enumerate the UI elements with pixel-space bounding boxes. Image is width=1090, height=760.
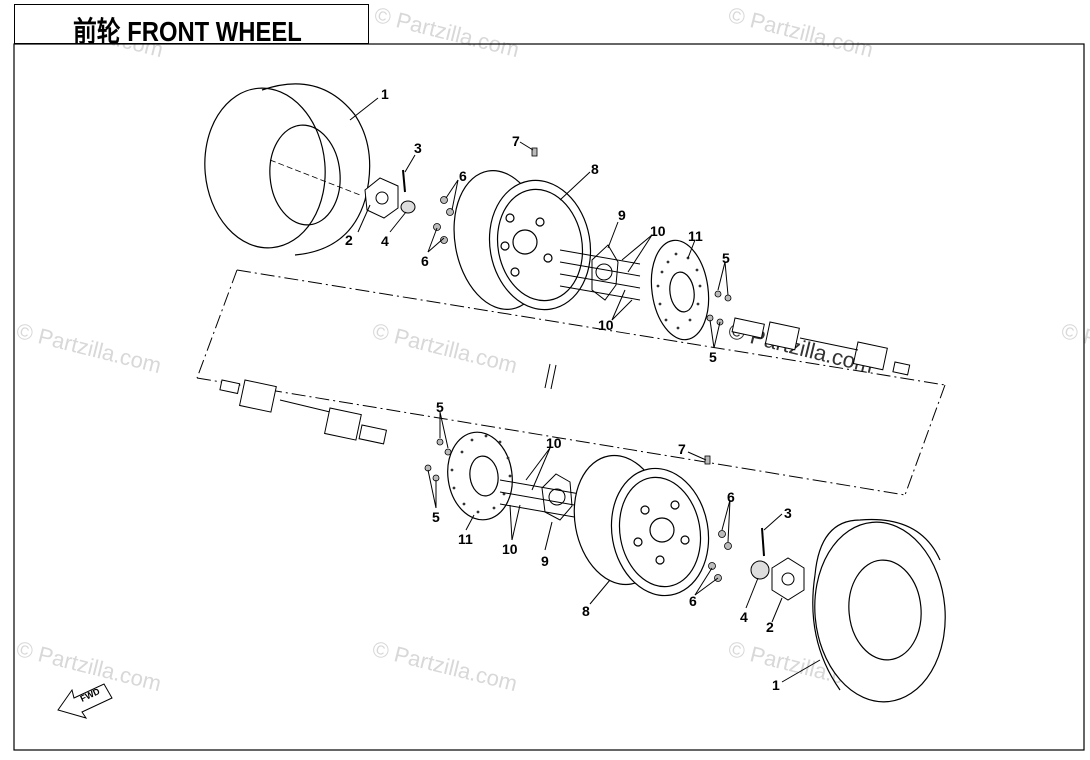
callout-7: 7 [512, 133, 520, 149]
callout-9: 9 [618, 207, 626, 223]
callout-6: 6 [727, 489, 735, 505]
callout-5: 5 [722, 250, 730, 266]
callout-10: 10 [598, 317, 614, 333]
callout-2: 2 [766, 619, 774, 635]
lower-hub-cap [771, 557, 805, 601]
callout-11: 11 [688, 228, 703, 244]
lower-castle-nut [750, 560, 770, 580]
lower-hub [541, 473, 573, 521]
drawing-frame [13, 43, 1085, 751]
lower-cv-axle [219, 379, 388, 445]
fwd-arrow-icon [57, 683, 113, 719]
callout-5: 5 [436, 399, 444, 415]
axle-outline [196, 269, 946, 496]
callout-4: 4 [381, 233, 389, 249]
callout-5: 5 [709, 349, 717, 365]
callout-7: 7 [678, 441, 686, 457]
lower-cotter-pin [761, 527, 765, 557]
upper-cotter-pin [402, 169, 406, 193]
upper-cv-axle [731, 317, 911, 376]
callout-2: 2 [345, 232, 353, 248]
callout-3: 3 [784, 505, 792, 521]
callout-6: 6 [421, 253, 429, 269]
callout-6: 6 [689, 593, 697, 609]
lower-disc-holes [450, 434, 512, 514]
upper-disc-bolts [706, 290, 732, 326]
callout-10: 10 [546, 435, 562, 451]
lower-disc-bolts [424, 438, 452, 482]
title-box: 前轮 FRONT WHEEL [14, 4, 369, 47]
callout-10: 10 [650, 223, 666, 239]
upper-hub-bolts [559, 249, 641, 301]
callout-4: 4 [740, 609, 748, 625]
lower-brake-disc [447, 431, 513, 521]
callout-1: 1 [772, 677, 780, 693]
upper-tire [204, 83, 371, 256]
upper-disc-holes [656, 252, 702, 330]
leader-lines [349, 97, 821, 683]
callout-8: 8 [582, 603, 590, 619]
upper-hub-cap [364, 177, 399, 219]
callout-1: 1 [381, 86, 389, 102]
lower-tire [812, 518, 946, 703]
upper-lug-nuts [433, 196, 454, 244]
callout-6: 6 [459, 168, 467, 184]
upper-hub [591, 244, 619, 301]
callout-10: 10 [502, 541, 518, 557]
lower-lug-nuts [708, 530, 732, 582]
lower-wheel-rim [573, 454, 710, 597]
page-title: 前轮 FRONT WHEEL [73, 16, 302, 47]
callout-9: 9 [541, 553, 549, 569]
upper-valve-stem [531, 147, 538, 157]
upper-castle-nut [400, 200, 416, 214]
callout-3: 3 [414, 140, 422, 156]
callouts: 1 2 3 4 6 6 7 8 9 10 10 11 5 5 5 5 11 10… [345, 86, 792, 693]
callout-8: 8 [591, 161, 599, 177]
callout-5: 5 [432, 509, 440, 525]
upper-brake-disc [650, 239, 710, 341]
lower-hub-bolts [499, 479, 581, 519]
callout-11: 11 [458, 531, 473, 547]
upper-wheel-rim [453, 170, 592, 311]
axle-break-mark [544, 363, 557, 390]
